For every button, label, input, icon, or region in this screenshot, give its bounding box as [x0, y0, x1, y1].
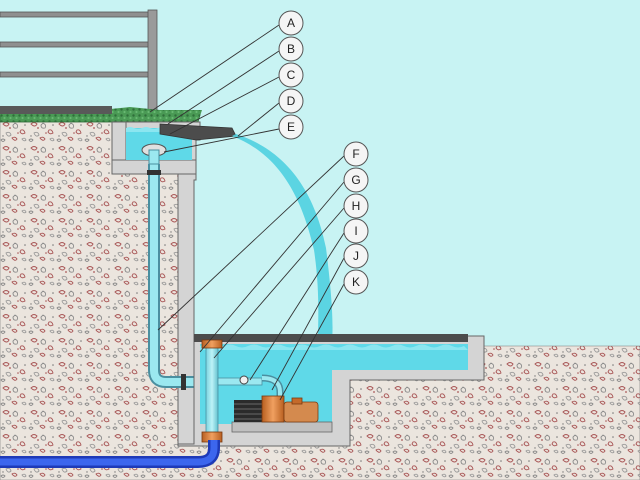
callout-group: A B C D E F G H	[278, 10, 369, 295]
overflow-pipe	[205, 341, 219, 439]
callout-d: D	[278, 88, 304, 114]
water-jet	[232, 134, 333, 342]
callout-e: E	[278, 114, 304, 140]
callout-h: H	[343, 193, 369, 219]
callout-g: G	[343, 167, 369, 193]
pump	[234, 395, 319, 423]
callout-i-label: I	[354, 224, 357, 238]
callout-k: K	[343, 269, 369, 295]
callout-g-label: G	[351, 173, 360, 187]
callout-c: C	[278, 62, 304, 88]
callout-c-label: C	[287, 68, 296, 82]
callout-j: J	[343, 243, 369, 269]
pool-coping	[194, 334, 468, 342]
callout-f-label: F	[352, 147, 359, 161]
callout-d-label: D	[287, 94, 296, 108]
callout-j-label: J	[353, 249, 359, 263]
hedge	[0, 114, 201, 123]
callout-a: A	[278, 10, 304, 36]
spillway-lip	[159, 123, 237, 141]
callout-i: I	[343, 218, 369, 244]
upper-terrace-slab	[0, 106, 112, 114]
callout-k-label: K	[352, 275, 360, 289]
callout-b-label: B	[287, 42, 295, 56]
callout-a-label: A	[287, 16, 295, 30]
callout-f: F	[343, 141, 369, 167]
railing	[0, 9, 158, 111]
leader-lines	[149, 24, 345, 401]
callout-h-label: H	[352, 199, 361, 213]
callout-b: B	[278, 36, 304, 62]
callout-e-label: E	[287, 120, 295, 134]
